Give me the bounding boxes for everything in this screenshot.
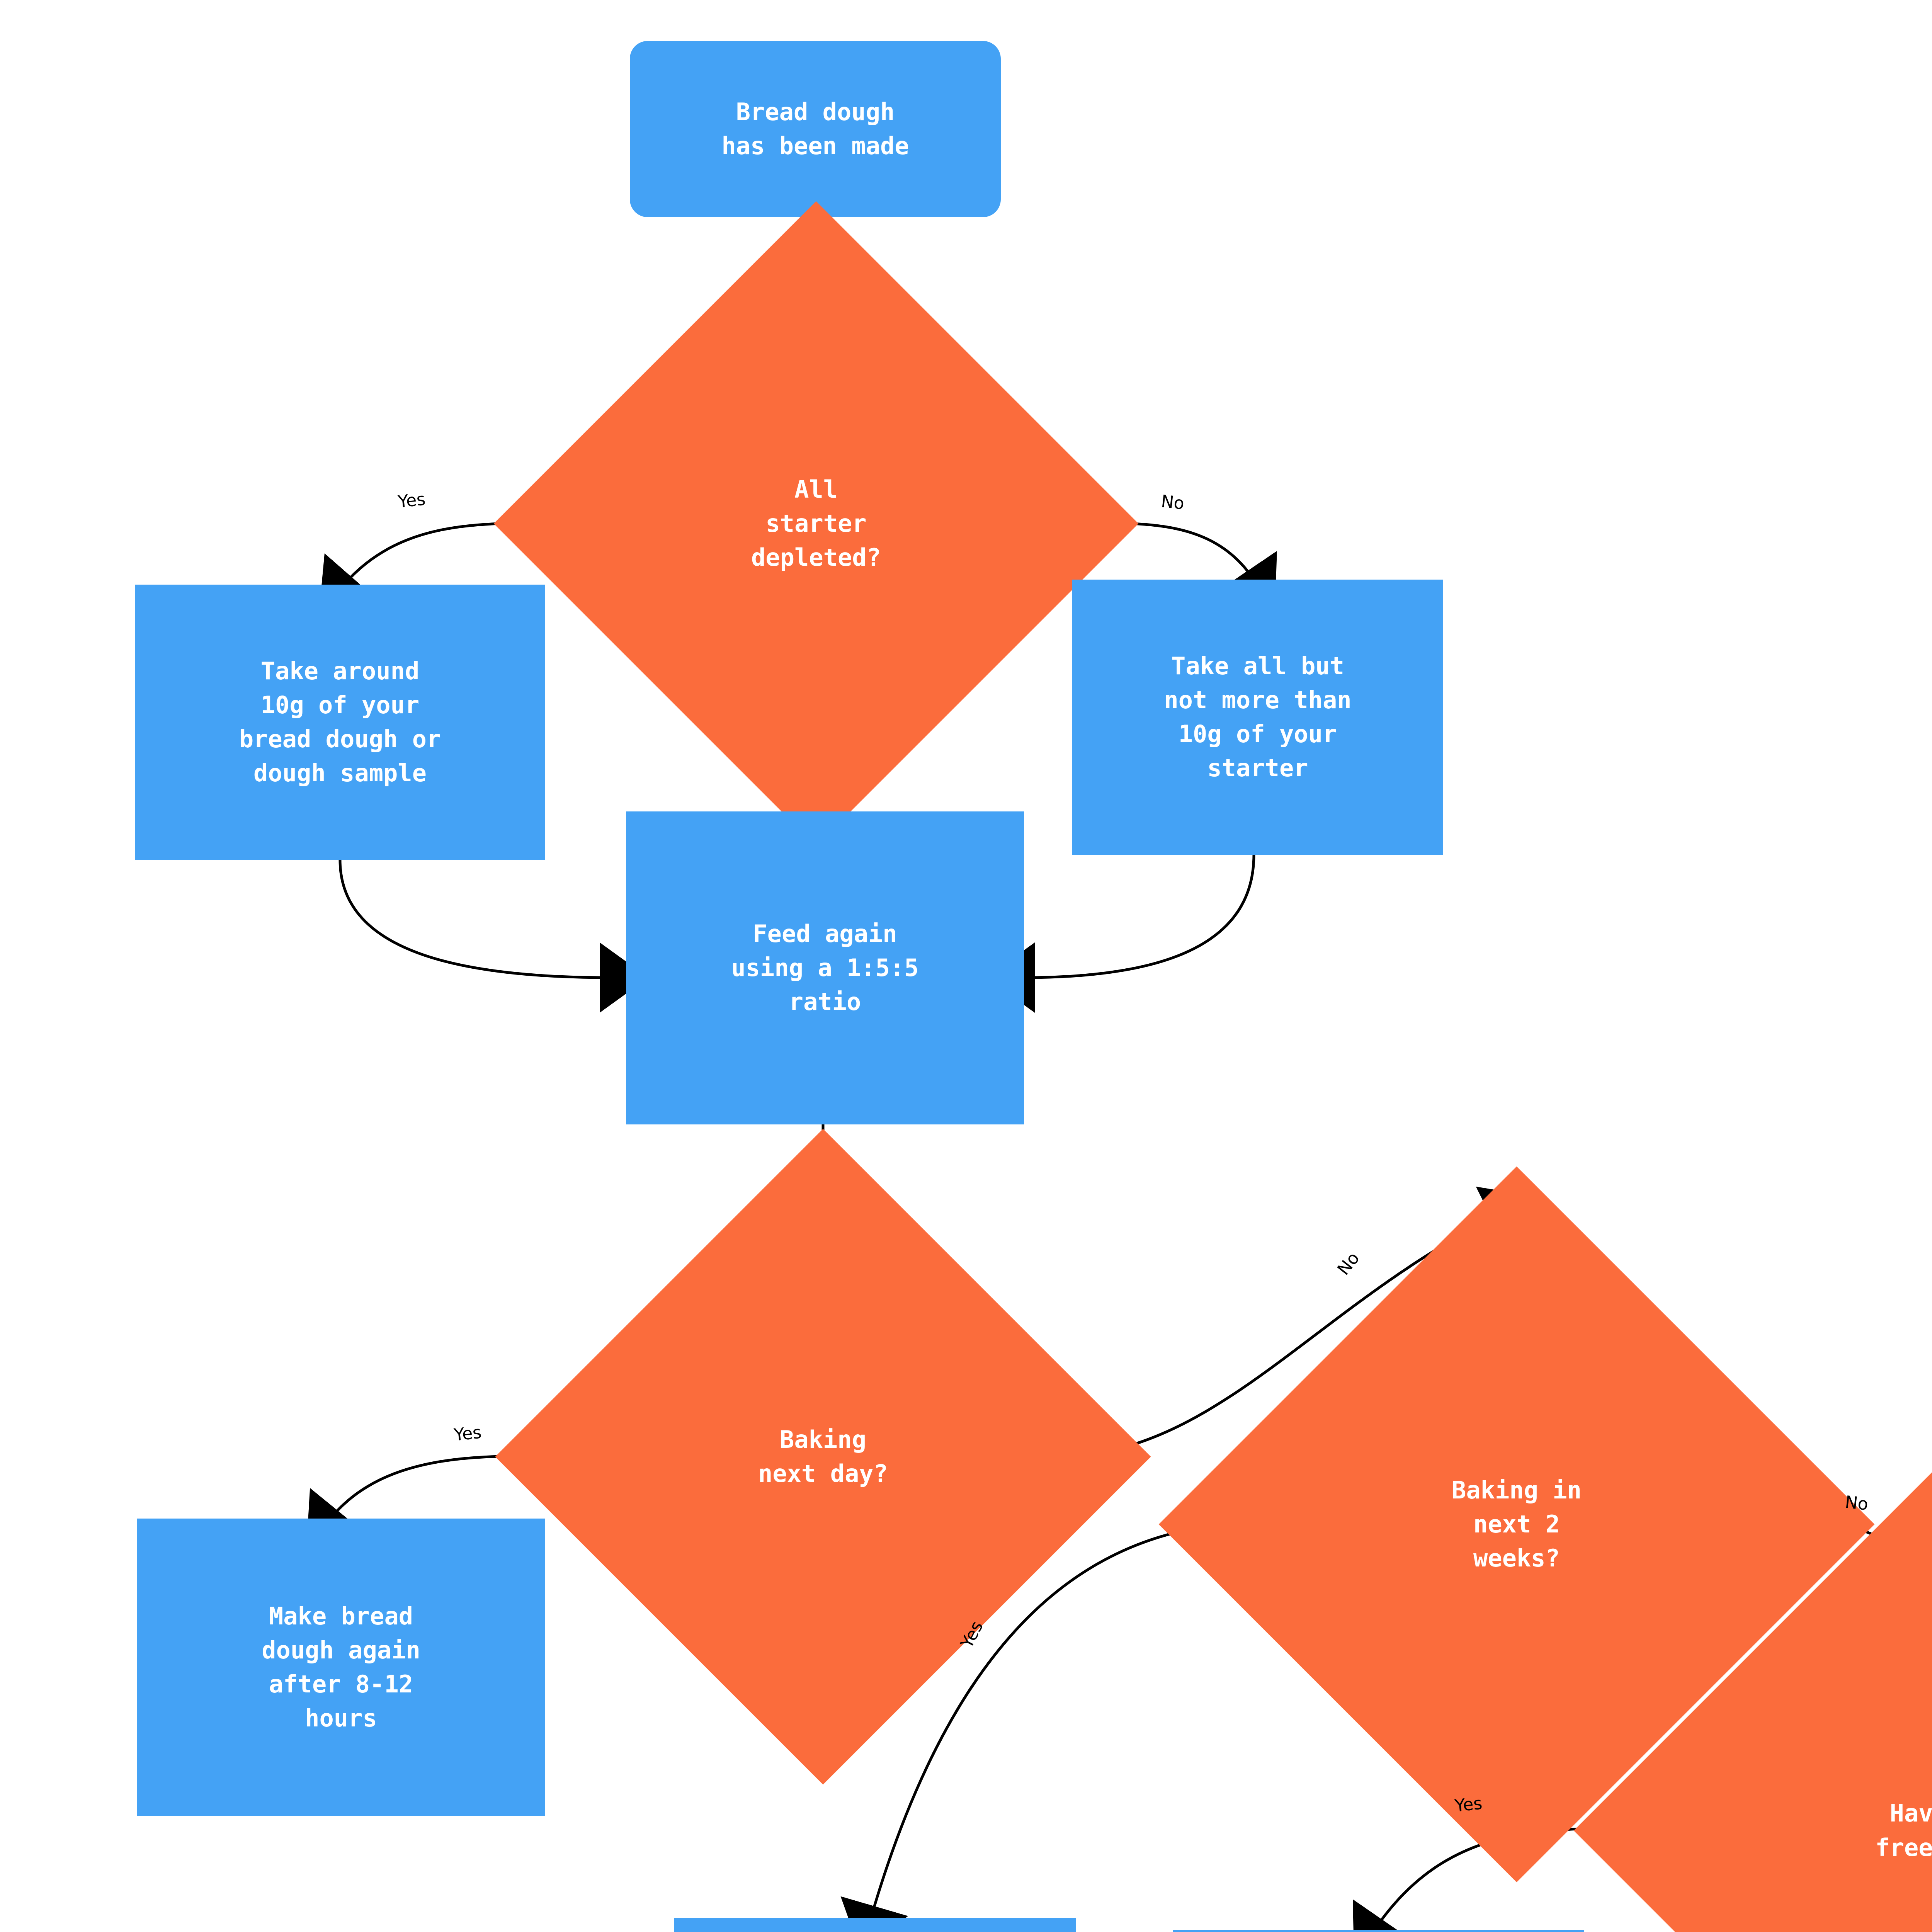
node-decision-all-starter-depleted[interactable]: All starter depleted?: [493, 201, 1139, 846]
node-freeze-starter[interactable]: Freeze starter: [1173, 1930, 1584, 1932]
edge-take10-to-feed155: [338, 859, 648, 1013]
node-start[interactable]: Bread dough has been made: [630, 41, 1001, 217]
node-label: Baking next day?: [758, 1425, 888, 1488]
edge-label-nextday-yes: Yes: [453, 1422, 483, 1445]
node-decision-have-a-freezer[interactable]: Have a freezer?: [1573, 1471, 1932, 1932]
node-label: Have a freezer?: [1875, 1799, 1932, 1862]
node-decision-baking-next-day[interactable]: Baking next day?: [495, 1129, 1151, 1785]
node-make-bread-dough-again[interactable]: Make bread dough again after 8-12 hours: [137, 1519, 545, 1816]
node-feed-again-155[interactable]: Feed again using a 1:5:5 ratio: [626, 811, 1024, 1124]
node-store-starter-in-fridge[interactable]: Store starter in fridge (4°C = 40°F): [674, 1918, 1076, 1932]
node-take-around-10g[interactable]: Take around 10g of your bread dough or d…: [135, 585, 545, 860]
node-decision-baking-next-2-weeks[interactable]: Baking in next 2 weeks?: [1158, 1166, 1875, 1883]
node-label: All starter depleted?: [751, 475, 881, 572]
node-take-all-but-10g[interactable]: Take all but not more than 10g of your s…: [1072, 580, 1443, 855]
edge-label-twoweeks-no: No: [1844, 1492, 1869, 1514]
node-label: Baking in next 2 weeks?: [1452, 1476, 1582, 1573]
edge-label-depleted-no: No: [1160, 492, 1185, 514]
edge-label-freezer-yes: Yes: [1454, 1793, 1483, 1816]
edge-label-depleted-yes: Yes: [397, 489, 427, 512]
edge-takeall-to-feed155: [986, 854, 1255, 1013]
